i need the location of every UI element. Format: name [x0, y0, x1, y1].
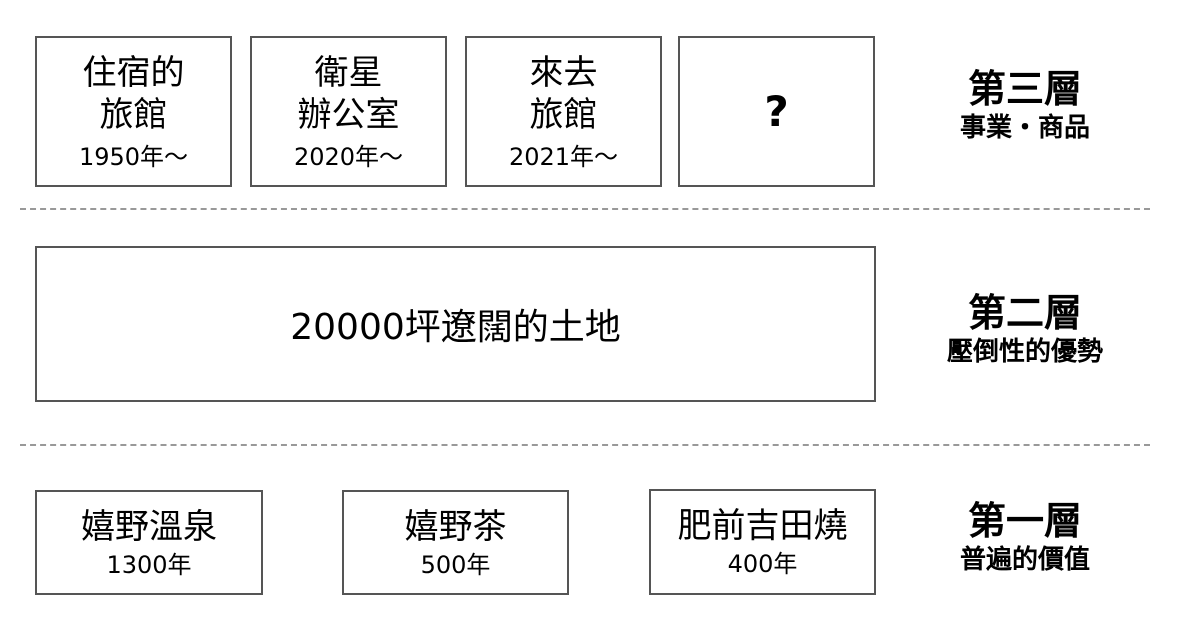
value-box-pottery: 肥前吉田燒 400年 [649, 489, 876, 595]
land-box: 20000坪遼闊的土地 [35, 246, 876, 402]
box-year: 500年 [420, 550, 491, 579]
layer-desc: 事業・商品 [959, 113, 1090, 143]
value-box-tea: 嬉野茶 500年 [342, 490, 569, 595]
land-text: 20000坪遼闊的土地 [290, 307, 621, 348]
box-title-line2: 辦公室 [297, 94, 400, 135]
box-year: 1300年 [106, 550, 192, 579]
box-year: 1950年～ [78, 142, 189, 171]
layer-label-3: 第三層 事業・商品 [890, 66, 1160, 144]
box-year: 2021年～ [508, 142, 619, 171]
layer-desc: 壓倒性的優勢 [946, 337, 1103, 367]
dashed-divider-lower [20, 444, 1150, 446]
box-title-line1: 住宿的 [82, 52, 185, 93]
business-box-unknown: ? [678, 36, 875, 187]
box-year: 2020年～ [293, 142, 404, 171]
box-title: 肥前吉田燒 [677, 506, 848, 546]
layer-name: 第三層 [967, 67, 1082, 111]
layer-name: 第一層 [967, 499, 1082, 543]
question-mark: ? [764, 87, 789, 136]
box-year: 400年 [727, 550, 798, 578]
box-title: 嬉野茶 [404, 506, 507, 547]
layer-desc: 普遍的價值 [959, 545, 1090, 575]
box-title-line1: 來去 [529, 52, 598, 93]
value-box-onsen: 嬉野溫泉 1300年 [35, 490, 263, 595]
layer-name: 第二層 [967, 291, 1082, 335]
box-title-line2: 旅館 [99, 94, 168, 135]
box-title-line1: 衛星 [314, 52, 383, 93]
box-title: 嬉野溫泉 [81, 506, 217, 547]
layer-label-1: 第一層 普遍的價值 [890, 498, 1160, 576]
dashed-divider-upper [20, 208, 1150, 210]
box-title-line2: 旅館 [529, 94, 598, 135]
layer-label-2: 第二層 壓倒性的優勢 [890, 290, 1160, 368]
business-box-come-go-inn: 來去 旅館 2021年～ [465, 36, 662, 187]
business-box-satellite-office: 衛星 辦公室 2020年～ [250, 36, 447, 187]
business-box-lodging-inn: 住宿的 旅館 1950年～ [35, 36, 232, 187]
